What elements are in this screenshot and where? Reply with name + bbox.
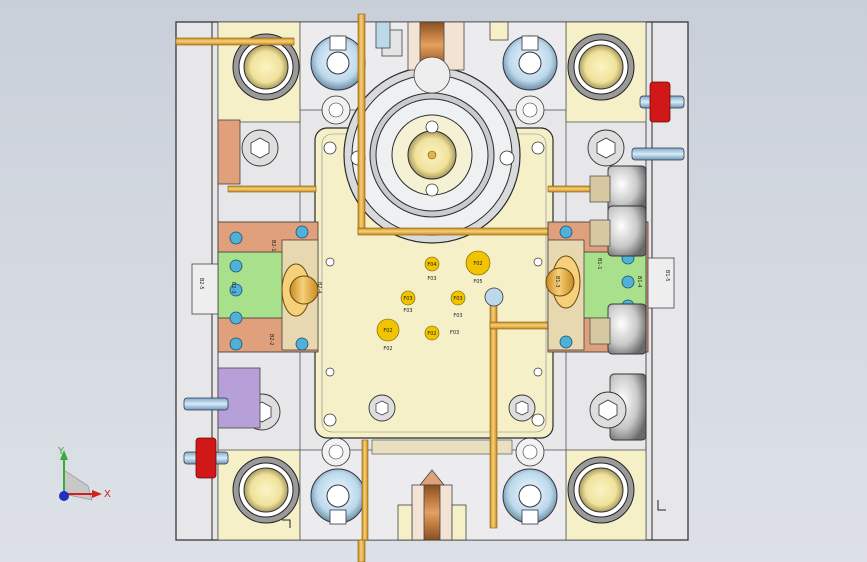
guide-bushing-top-right: [567, 33, 635, 101]
spring-bottom-left: [321, 437, 351, 467]
gate-label-top-center: F04 F03: [424, 256, 440, 282]
svg-text:F05: F05: [473, 279, 482, 285]
left-edge-block: [191, 263, 219, 315]
right-block-label-3: B1-4: [636, 276, 642, 288]
axis-x-label: X: [104, 489, 111, 500]
guide-bushing-bottom-left: [232, 456, 300, 524]
spring-bottom-right: [515, 437, 545, 467]
guide-bushing-top-left: [232, 33, 300, 101]
axis-triad-icon: Y X: [57, 446, 111, 501]
gate-label-bottom-left: F02 F02: [376, 318, 400, 352]
gate-label-top-right: F02 F05: [465, 250, 491, 285]
svg-text:F02: F02: [473, 261, 482, 267]
return-pin-washer-bottom-left: [310, 468, 366, 525]
svg-text:F03: F03: [453, 313, 462, 319]
return-pin-washer-bottom-right: [502, 468, 558, 525]
gate-label-bottom-center: F02 F03: [424, 325, 459, 341]
left-block-label-2: B2-3: [230, 282, 236, 294]
left-block-label-3: B2-2: [268, 334, 274, 346]
spring-top-right: [515, 95, 545, 125]
axis-y-label: Y: [57, 446, 65, 457]
svg-text:F02: F02: [383, 346, 392, 352]
return-pin-washer-top-right: [502, 35, 558, 91]
right-block-label-1: B1-1: [596, 258, 602, 270]
svg-text:F02: F02: [383, 328, 392, 334]
left-block-label-4: B2-4: [316, 282, 322, 294]
right-edge-block: [647, 257, 675, 309]
svg-text:F03: F03: [403, 308, 412, 314]
gate-label-mid-right: F03 F03: [450, 290, 466, 319]
svg-text:F02: F02: [427, 331, 436, 337]
return-pin-washer-top-left: [310, 35, 366, 91]
red-plug-right: [649, 81, 671, 123]
left-edge-label: B2-5: [198, 278, 204, 290]
guide-bushing-bottom-right: [567, 456, 635, 524]
gate-label-mid-left: F03 F03: [400, 290, 416, 314]
left-bracket-top: [217, 119, 241, 185]
sprue-bottom-fittings: [371, 439, 513, 541]
right-block-label-2: B1-3: [554, 276, 560, 288]
left-block-label-1: B2-1: [270, 240, 276, 252]
locating-ring: [343, 66, 521, 244]
svg-text:F04: F04: [427, 262, 436, 268]
spring-top-left: [321, 95, 351, 125]
svg-text:F03: F03: [427, 276, 436, 282]
sprue-top-fittings: [375, 21, 509, 94]
red-plug-left: [195, 437, 217, 479]
svg-text:F03: F03: [403, 296, 412, 302]
svg-text:F03: F03: [453, 296, 462, 302]
right-edge-label: B1-5: [664, 270, 670, 282]
svg-text:F03: F03: [450, 330, 459, 336]
